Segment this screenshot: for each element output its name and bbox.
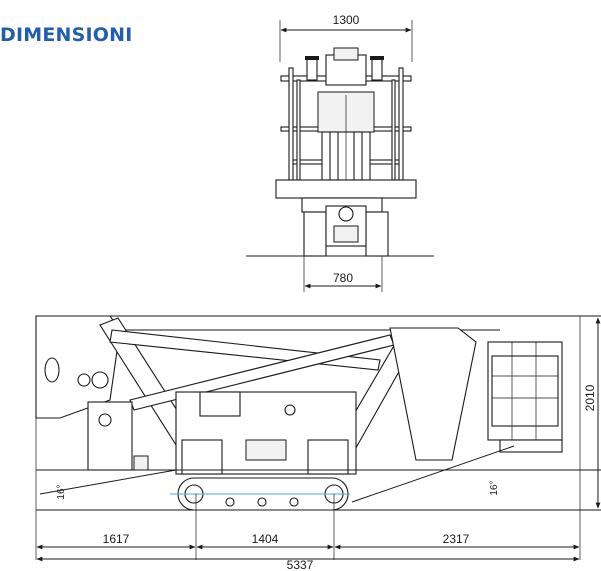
- dim-label-track-width: 780: [333, 271, 353, 285]
- dim-label-front-overhang: 2317: [443, 532, 470, 546]
- front-view: [246, 20, 434, 292]
- dim-label-height: 2010: [583, 384, 597, 411]
- angle-label-right: 16°: [489, 480, 500, 495]
- dim-label-track-length: 1404: [252, 532, 279, 546]
- page-title: DIMENSIONI: [0, 24, 133, 46]
- dim-label-rear-overhang: 1617: [103, 532, 130, 546]
- side-view: [35, 315, 601, 562]
- dim-label-top-width: 1300: [333, 13, 360, 27]
- angle-label-left: 16°: [56, 484, 67, 499]
- dim-label-total-length: 5337: [287, 558, 314, 571]
